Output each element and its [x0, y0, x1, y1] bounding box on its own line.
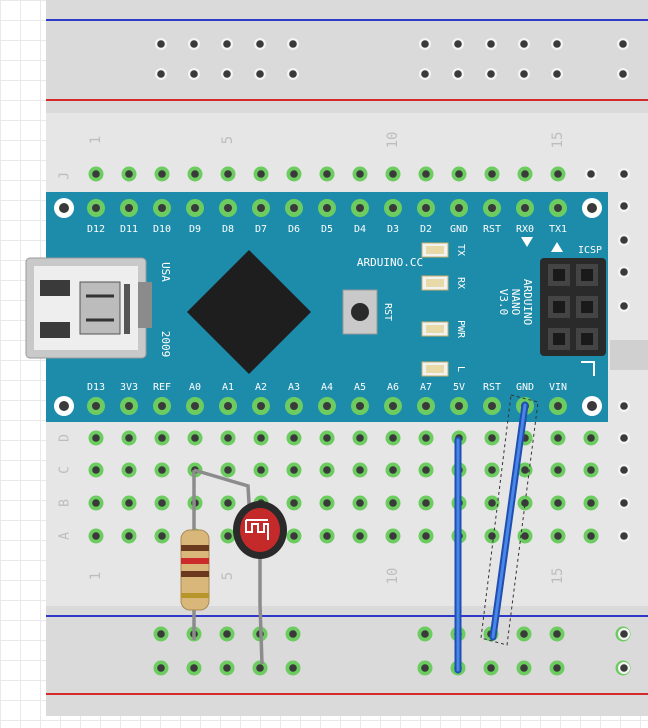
- pin-label-a3: A3: [288, 382, 300, 393]
- center-channel: [610, 340, 648, 370]
- reset-button-cap[interactable]: [351, 303, 369, 321]
- column-number: 15: [550, 132, 566, 149]
- pin-label-d10: D10: [153, 224, 171, 235]
- model-line-1: ARDUINO: [521, 279, 534, 325]
- gnd-wire-selection: [480, 394, 539, 646]
- top-power-rail: [46, 0, 648, 113]
- column-number: 10: [385, 568, 401, 585]
- pin-label-d9: D9: [189, 224, 201, 235]
- photoresistor[interactable]: [233, 501, 287, 559]
- row-label: J: [58, 172, 73, 180]
- usb-port-slot: [40, 280, 70, 296]
- year-label: 2009: [159, 331, 172, 358]
- pin-label-a6: A6: [387, 382, 399, 393]
- pin-label-vin: VIN: [549, 382, 567, 393]
- pin-label-a1: A1: [222, 382, 234, 393]
- pin-label-tx1: TX1: [549, 224, 567, 235]
- photoresistor-trace: [245, 519, 269, 540]
- breadboard-holes: [88, 38, 631, 676]
- resistor[interactable]: [180, 529, 210, 611]
- icsp-label: ICSP: [578, 245, 602, 256]
- pin-label-d12: D12: [87, 224, 105, 235]
- pin-label-d7: D7: [255, 224, 267, 235]
- row-label: D: [58, 434, 73, 442]
- usb-port-opening: [79, 281, 121, 335]
- pin-label-d6: D6: [288, 224, 300, 235]
- pin-label-d11: D11: [120, 224, 138, 235]
- column-number: 1: [88, 136, 104, 144]
- usb-port-body: [138, 282, 152, 328]
- status-leds: TX RX PWR L: [421, 242, 466, 377]
- pin-label-a7: A7: [420, 382, 432, 393]
- resistor-band-3: [181, 571, 209, 577]
- row-label: C: [58, 466, 73, 474]
- reset-label: RST: [382, 303, 393, 321]
- pin-label-d13: D13: [87, 382, 105, 393]
- usb-port-pins: [124, 284, 130, 334]
- pin-label-3v3: 3V3: [120, 382, 138, 393]
- pin-label-d2: D2: [420, 224, 432, 235]
- pin-label-d4: D4: [354, 224, 366, 235]
- pin-label-a5: A5: [354, 382, 366, 393]
- pin-label-5v: 5V: [453, 382, 465, 393]
- column-number: 5: [220, 572, 236, 580]
- pin-label-gnd: GND: [516, 382, 534, 393]
- pin-label-a4: A4: [321, 382, 333, 393]
- led-label: RX: [455, 277, 466, 289]
- icsp-pins: [548, 264, 598, 350]
- led-label: TX: [455, 244, 466, 256]
- photoresistor-leg-wire[interactable]: [258, 554, 264, 665]
- resistor-band-4: [181, 593, 209, 598]
- pin-label-ref: REF: [153, 382, 171, 393]
- resistor-band-2: [181, 558, 209, 564]
- pin-label-d5: D5: [321, 224, 333, 235]
- microcontroller-chip: [187, 250, 311, 374]
- column-number: 1: [88, 572, 104, 580]
- column-number: 15: [550, 568, 566, 585]
- arduino-brand-label: ARDUINO.CC: [357, 256, 423, 269]
- led-label: PWR: [455, 320, 466, 339]
- row-label: A: [58, 532, 73, 540]
- column-number: 5: [220, 136, 236, 144]
- led-label: L: [455, 366, 466, 372]
- row-label: B: [58, 499, 73, 507]
- column-number: 10: [385, 132, 401, 149]
- pin-label-a0: A0: [189, 382, 201, 393]
- pin-label-gnd: GND: [450, 224, 468, 235]
- pin-label-d3: D3: [387, 224, 399, 235]
- pin-label-rx0: RX0: [516, 224, 534, 235]
- pin-label-rst: RST: [483, 382, 501, 393]
- pin-label-a2: A2: [255, 382, 267, 393]
- pin-label-d8: D8: [222, 224, 234, 235]
- model-line-3: V3.0: [497, 289, 510, 316]
- bottom-power-rail: [46, 606, 648, 716]
- resistor-band-1: [181, 545, 209, 551]
- model-line-2: NANO: [509, 289, 522, 316]
- country-label: USA: [159, 262, 172, 282]
- pin-label-rst: RST: [483, 224, 501, 235]
- usb-port-slot-2: [40, 322, 70, 338]
